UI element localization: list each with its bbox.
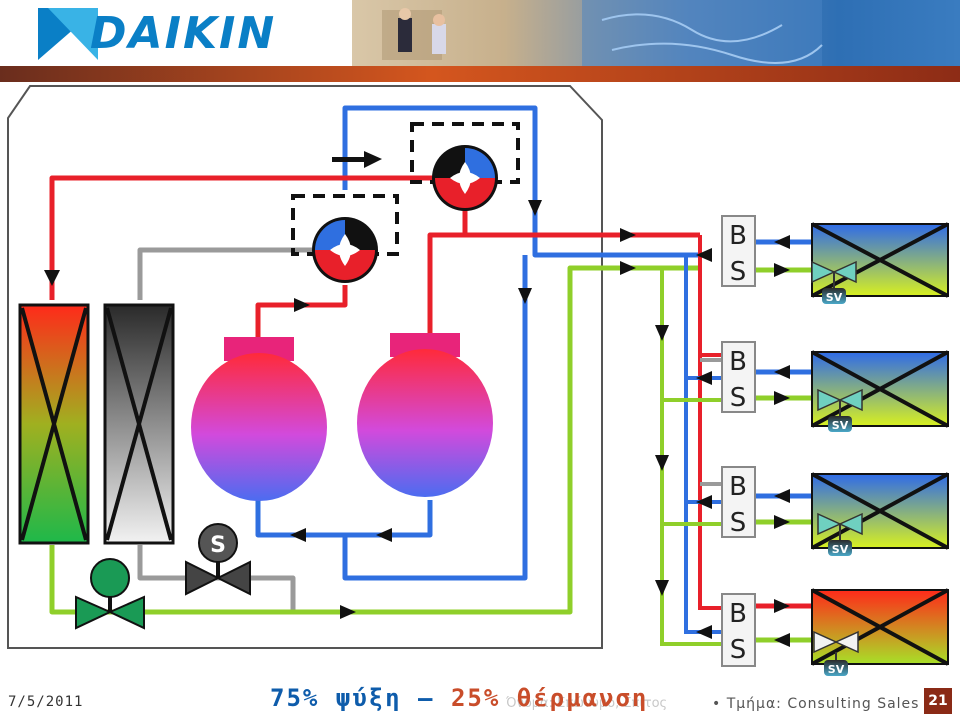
indoor-unit-3-cooling [811,472,949,550]
slide-title: 75% ψύξη – 25% θέρμανση [270,684,648,712]
pipe-suction-return [342,255,528,581]
title-dash: – [418,684,435,712]
title-heating-pct: 25% [450,684,501,712]
compressor-1 [191,337,327,501]
four-way-valve-icon [410,122,520,211]
dist-blue [684,255,722,634]
pipe-suction-top [342,105,700,258]
solenoid-valve-icon: SV [817,512,863,556]
solenoid-valve-icon: SV [817,388,863,432]
footer-author: Όνομα: Επώνυμο, Σπίτος [506,696,668,711]
brand-name: DAIKIN [90,8,277,59]
outdoor-coil-heating [18,303,90,545]
svg-text:B: B [729,599,747,629]
four-way-valve-icon [291,194,399,283]
header-photo [352,0,960,70]
bs-box-1: B S [721,215,756,287]
svg-text:SV: SV [826,291,843,304]
indoor-unit-4-heating [811,588,949,666]
pressure-gauge-icon: S [185,523,251,596]
svg-text:B: B [729,472,747,502]
footer-department: • Τμήμα: Consulting Sales [712,696,920,712]
pipe-hot-left [49,175,465,300]
bs-box-4: B S [721,593,756,667]
footer: 7/5/2011 Όνομα: Επώνυμο, Σπίτος 75% ψύξη… [0,684,960,717]
bs-box-3: B S [721,466,756,538]
flow-arrow-icon [44,151,790,647]
bs-box-2: B S [721,341,756,413]
header: DAIKIN [0,0,960,70]
header-band [0,66,960,82]
svg-text:SV: SV [828,663,845,676]
footer-date: 7/5/2011 [8,694,84,710]
indoor-unit-1-cooling [811,222,949,298]
pipe-gray-top [137,247,312,300]
solenoid-valve-icon: SV [813,630,859,676]
title-cooling: 75% ψύξη [270,684,402,712]
svg-text:S: S [730,508,747,538]
svg-text:B: B [729,347,747,377]
svg-text:S: S [730,257,747,287]
title-heating: θέρμανση [516,684,649,712]
dist-green [660,268,722,646]
pipe-liquid-out [49,265,700,615]
page-number: 21 [924,688,952,714]
solenoid-valve-icon: SV [811,260,857,304]
svg-text:SV: SV [832,419,849,432]
svg-text:S: S [730,383,747,413]
svg-text:SV: SV [832,543,849,556]
indoor-unit-2-cooling [811,350,949,428]
outdoor-coil-idle [103,303,175,545]
pipe-hot-main [427,232,700,335]
svg-text:B: B [729,221,747,251]
daikin-logo-icon [38,8,98,60]
svg-text:S: S [730,635,747,665]
vrv-heat-recovery-diagram: S B S B S B S B S [7,85,949,676]
dist-red [698,235,722,610]
gauge-label: S [210,533,226,558]
compressor-2 [357,333,493,497]
expansion-valve-icon [75,558,145,630]
